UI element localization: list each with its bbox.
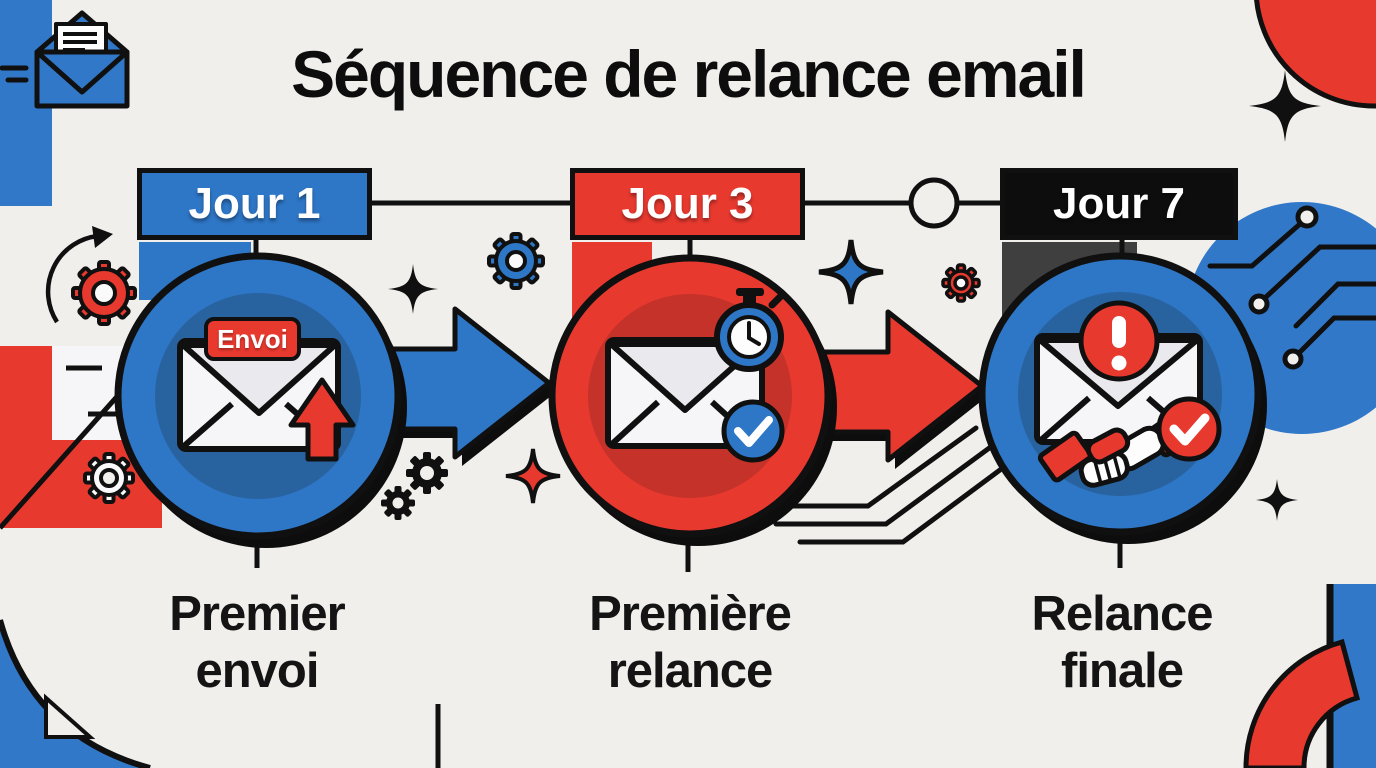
step-2-label-line1: Première — [589, 587, 792, 641]
sparkle-icon — [1249, 70, 1321, 142]
alert-icon — [1078, 300, 1160, 382]
gear-icon — [941, 263, 981, 303]
sparkle-icon — [388, 264, 438, 314]
envelope-icon — [605, 337, 765, 449]
checkmark-icon — [1156, 396, 1222, 462]
stopwatch-icon — [714, 288, 784, 372]
step-3-label-line2: finale — [1061, 644, 1184, 698]
day-7-box: Jour 7 — [1000, 168, 1238, 240]
step-1-label-line2: envoi — [195, 644, 320, 698]
checkmark-icon — [721, 399, 785, 463]
curved-arrow-icon — [45, 233, 99, 324]
sparkle-icon — [505, 448, 561, 504]
flow-arrow-red — [815, 309, 989, 469]
flow-arrow-blue — [380, 306, 556, 466]
gear-icon — [381, 486, 415, 520]
send-up-arrow-icon — [288, 377, 356, 462]
open-envelope-icon — [0, 10, 130, 109]
gear-icon — [487, 232, 545, 290]
top-right-red-circle — [1254, 0, 1376, 109]
step-2-label: Première relance — [510, 586, 870, 700]
sparkle-icon — [818, 239, 884, 305]
step-3-circle — [978, 252, 1267, 544]
step-1-label-line1: Premier — [169, 587, 346, 641]
bottom-right-corner-shape — [1243, 584, 1376, 768]
day-1-box: Jour 1 — [137, 168, 372, 240]
bottom-left-corner-shape — [0, 619, 151, 768]
step-2-label-line2: relance — [607, 644, 774, 698]
step-1-label: Premier envoi — [77, 586, 437, 700]
step-2-circle — [548, 254, 837, 546]
sparkle-icon — [1256, 479, 1298, 521]
envoi-badge-label: Envoi — [217, 323, 288, 354]
envoi-badge: Envoi — [204, 317, 301, 361]
step-1-circle — [114, 252, 407, 548]
gear-icon — [71, 260, 137, 326]
step-3-label-line1: Relance — [1031, 587, 1214, 641]
day-7-label: Jour 7 — [1052, 179, 1186, 228]
curved-arrow-head — [92, 226, 113, 248]
gear-icon — [406, 452, 448, 494]
circuit-icon — [1207, 205, 1376, 370]
day-3-label: Jour 3 — [621, 179, 754, 228]
day-1-label: Jour 1 — [188, 179, 321, 228]
day-3-box: Jour 3 — [570, 168, 805, 240]
step-3-label: Relance finale — [942, 586, 1302, 700]
gear-icon — [83, 452, 135, 504]
timeline-node — [908, 177, 960, 229]
page-title: Séquence de relance email — [291, 37, 1087, 111]
